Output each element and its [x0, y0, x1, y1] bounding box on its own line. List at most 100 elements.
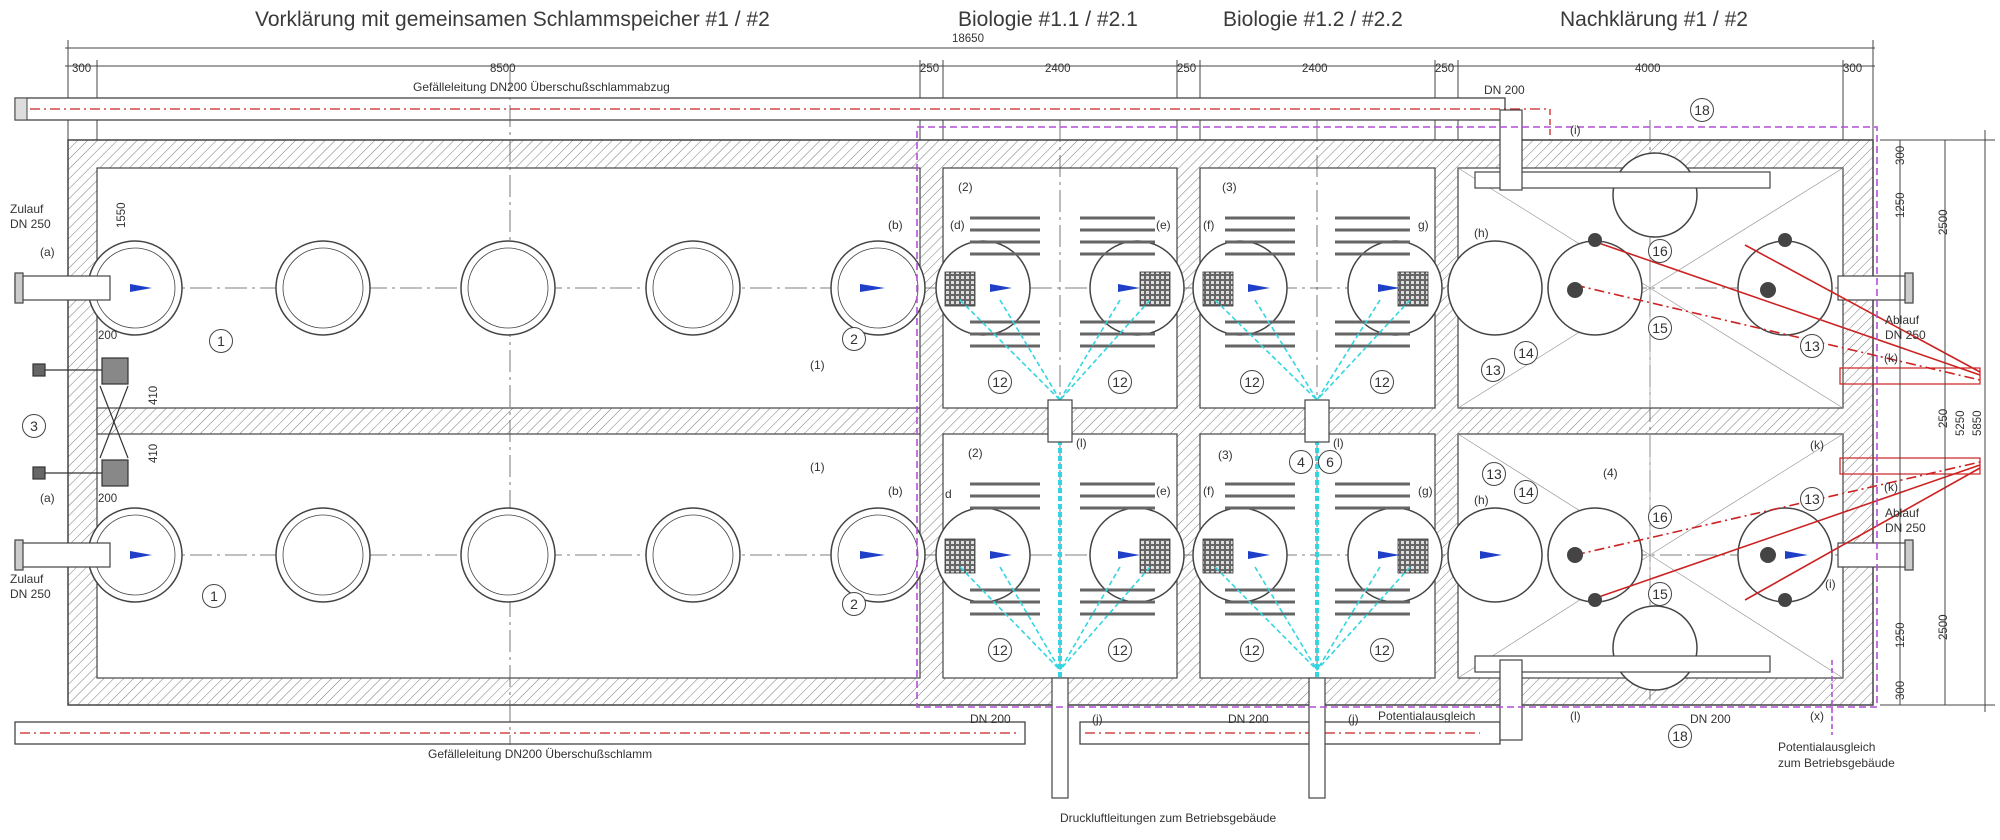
label-dn200: DN 200 [1484, 83, 1525, 97]
callout-6: 6 [1318, 450, 1342, 474]
callout-12: 12 [1370, 638, 1394, 662]
diffuser-grids [944, 271, 1429, 574]
label-outlet: Ablauf [1885, 313, 1920, 327]
callout-15: 15 [1648, 316, 1672, 340]
ref-4: (4) [1603, 466, 1618, 480]
label-dn200: DN 200 [1228, 712, 1269, 726]
ref-l: (l) [1076, 436, 1087, 450]
callout-12: 12 [988, 370, 1012, 394]
dim-right: 250 [1938, 408, 1950, 428]
ref-2: (2) [958, 180, 973, 194]
dim-right: 1250 [1895, 622, 1907, 648]
callout-15: 15 [1648, 582, 1672, 606]
callout-14: 14 [1514, 480, 1538, 504]
ref-3: (3) [1218, 448, 1233, 462]
label-inlet: Zulauf [10, 572, 44, 586]
dim-left: 410 [148, 385, 160, 405]
ref-f: (f) [1203, 484, 1215, 498]
ref-2: (2) [968, 446, 983, 460]
vorklaerung-tanks [87, 240, 926, 603]
label-potential: Potentialausgleich [1378, 709, 1476, 723]
ref-g: (g) [1418, 484, 1433, 498]
ref-i: (i) [1570, 123, 1581, 137]
ref-d: (d) [950, 218, 965, 232]
ref-g: g) [1418, 218, 1429, 232]
dim-top: 250 [920, 63, 940, 75]
pump-units [32, 357, 129, 487]
callout-12: 12 [1108, 370, 1132, 394]
callout-13: 13 [1481, 358, 1505, 382]
dim-top: 4000 [1635, 63, 1661, 75]
callout-2: 2 [842, 327, 866, 351]
callout-18: 18 [1690, 98, 1714, 122]
callout-12: 12 [1240, 638, 1264, 662]
inlet-pipes [14, 272, 111, 571]
dim-top: 250 [1435, 63, 1455, 75]
dim-top: 8500 [490, 63, 516, 75]
divider-wall [96, 407, 921, 435]
label-dn200: DN 200 [970, 712, 1011, 726]
callout-13: 13 [1800, 334, 1824, 358]
ref-k: (k) [1884, 351, 1898, 365]
callout-16: 16 [1648, 239, 1672, 263]
ref-l: (l) [1333, 436, 1344, 450]
callout-13: 13 [1482, 462, 1506, 486]
callout-16: 16 [1648, 505, 1672, 529]
ref-x: (x) [1810, 709, 1824, 723]
callout-12: 12 [1240, 370, 1264, 394]
callout-12: 12 [988, 638, 1012, 662]
ref-1: (1) [810, 358, 825, 372]
flow-arrows [130, 284, 1808, 559]
hopper-lines [1457, 167, 1844, 679]
callout-12: 12 [1370, 370, 1394, 394]
header-biologie-2: Biologie #1.2 / #2.2 [1223, 8, 1403, 31]
callout-1: 1 [209, 329, 233, 353]
callout-12: 12 [1108, 638, 1132, 662]
dim-left: 1550 [116, 202, 128, 228]
dim-left: 200 [98, 330, 118, 342]
dim-left: 200 [98, 493, 118, 505]
air-risers [1047, 399, 1330, 799]
ref-h: (h) [1474, 493, 1489, 507]
dim-right: 2500 [1938, 209, 1950, 235]
label-outlet-dn: DN 250 [1885, 521, 1926, 535]
scope-boundary [916, 126, 1878, 708]
top-gravity-pipe [14, 97, 1551, 180]
callout-2: 2 [842, 592, 866, 616]
ref-b: (b) [888, 218, 903, 232]
ref-l: (l) [1570, 709, 1581, 723]
ref-3: (3) [1222, 180, 1237, 194]
dim-top: 300 [1843, 63, 1863, 75]
ref-1: (1) [810, 460, 825, 474]
label-inlet-dn: DN 250 [10, 587, 51, 601]
red-sludge-lines [1574, 239, 1981, 601]
dim-top: 300 [72, 63, 92, 75]
label-potential-building-2: zum Betriebsgebäude [1778, 756, 1895, 770]
label-air-lines: Druckluftleitungen zum Betriebsgebäude [1060, 811, 1277, 825]
ref-k: (k) [1884, 480, 1898, 494]
media-bars [970, 216, 1410, 616]
dim-right: 5250 [1955, 410, 1967, 436]
bottom-gravity-pipe [14, 721, 1501, 745]
ref-b: (b) [888, 484, 903, 498]
top-dimension-lines [65, 40, 1875, 140]
header-vorklaerung: Vorklärung mit gemeinsamen Schlammspeich… [255, 8, 770, 31]
label-dn200: DN 200 [1690, 712, 1731, 726]
dim-top: 250 [1177, 63, 1197, 75]
header-biologie-1: Biologie #1.1 / #2.1 [958, 8, 1138, 31]
ref-j: (j) [1348, 712, 1359, 726]
ref-h: (h) [1474, 226, 1489, 240]
callout-18: 18 [1668, 724, 1692, 748]
label-gravity-bottom: Gefälleleitung DN200 Überschußschlamm [428, 747, 653, 761]
dim-right: 300 [1895, 680, 1907, 700]
label-inlet-dn: DN 250 [10, 217, 51, 231]
ref-i: (i) [1825, 577, 1836, 591]
ref-j: (j) [1092, 712, 1103, 726]
ref-d: d [945, 487, 952, 501]
dim-right: 1250 [1895, 192, 1907, 218]
label-outlet-dn: DN 250 [1885, 328, 1926, 342]
label-potential-building: Potentialausgleich [1778, 740, 1876, 754]
dim-right: 300 [1895, 145, 1907, 165]
callout-3: 3 [22, 414, 46, 438]
